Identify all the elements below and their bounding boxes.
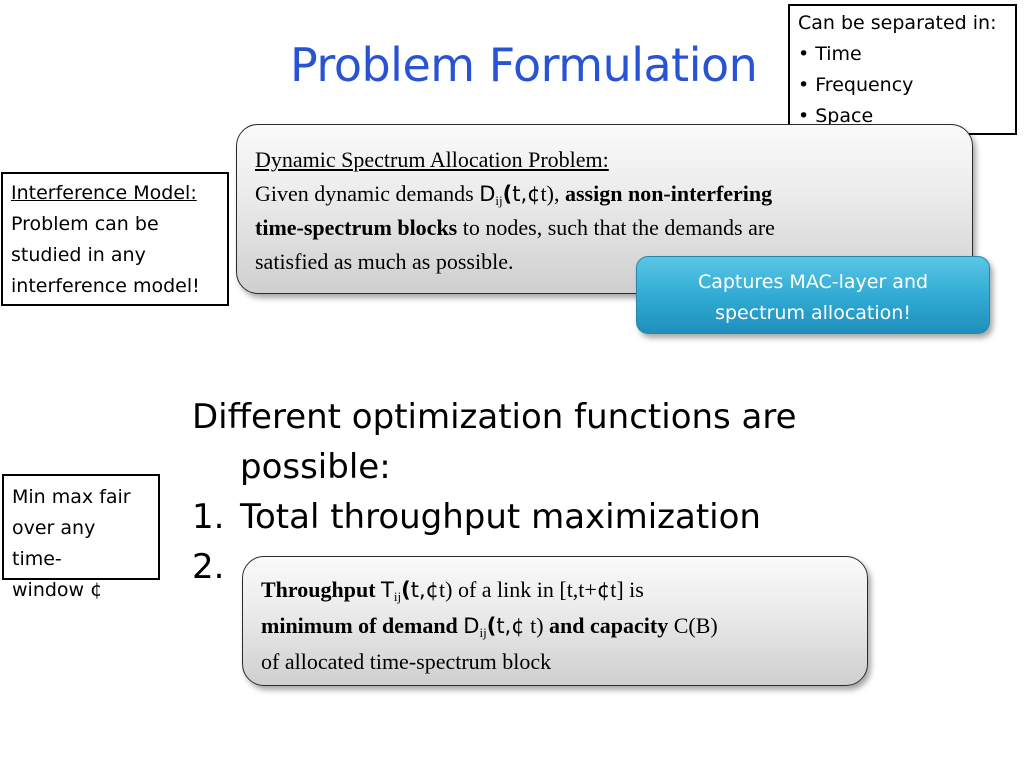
minmax-callout: Min max fair over any time- window ¢	[2, 474, 160, 601]
throughput-line-2: minimum of demand Dij(t,¢ t) and capacit…	[261, 613, 718, 640]
interference-callout-line: Problem can be	[11, 213, 159, 235]
dsa-line-1: Given dynamic demands Dij(t,¢t), assign …	[255, 181, 773, 208]
separated-item-frequency: • Frequency	[798, 74, 914, 96]
mac-callout-line: spectrum allocation!	[715, 302, 911, 324]
separated-item-space: • Space	[798, 105, 874, 127]
dsa-heading: Dynamic Spectrum Allocation Problem:	[255, 147, 609, 172]
interference-model-callout: Interference Model: Problem can be studi…	[1, 172, 229, 306]
throughput-definition-box: Throughput Tij(t,¢t) of a link in [t,t+¢…	[242, 556, 868, 686]
interference-callout-line: studied in any	[11, 244, 146, 266]
dsa-problem-box: Dynamic Spectrum Allocation Problem: Giv…	[236, 124, 973, 294]
interference-callout-line: interference model!	[11, 275, 200, 297]
mac-callout-line: Captures MAC-layer and	[697, 271, 929, 293]
slide-title: Problem Formulation	[290, 38, 758, 92]
separated-callout: Can be separated in: • Time • Frequency …	[788, 4, 1017, 135]
list-item-2: 2.	[192, 547, 225, 587]
minmax-callout-line: Min max fair	[12, 486, 131, 508]
minmax-callout-line: over any time-	[12, 517, 96, 570]
throughput-line-1: Throughput Tij(t,¢t) of a link in [t,t+¢…	[261, 577, 644, 604]
dsa-line-2: time-spectrum blocks to nodes, such that…	[255, 215, 775, 240]
minmax-callout-line: window ¢	[12, 579, 103, 601]
interference-callout-header: Interference Model:	[11, 182, 197, 204]
separated-callout-header: Can be separated in:	[798, 12, 997, 34]
list-item-1: 1.Total throughput maximization	[192, 497, 761, 537]
throughput-line-3: of allocated time-spectrum block	[261, 649, 552, 674]
separated-item-time: • Time	[798, 43, 862, 65]
mac-layer-callout: Captures MAC-layer and spectrum allocati…	[636, 256, 990, 334]
dsa-line-3: satisfied as much as possible.	[255, 249, 514, 274]
